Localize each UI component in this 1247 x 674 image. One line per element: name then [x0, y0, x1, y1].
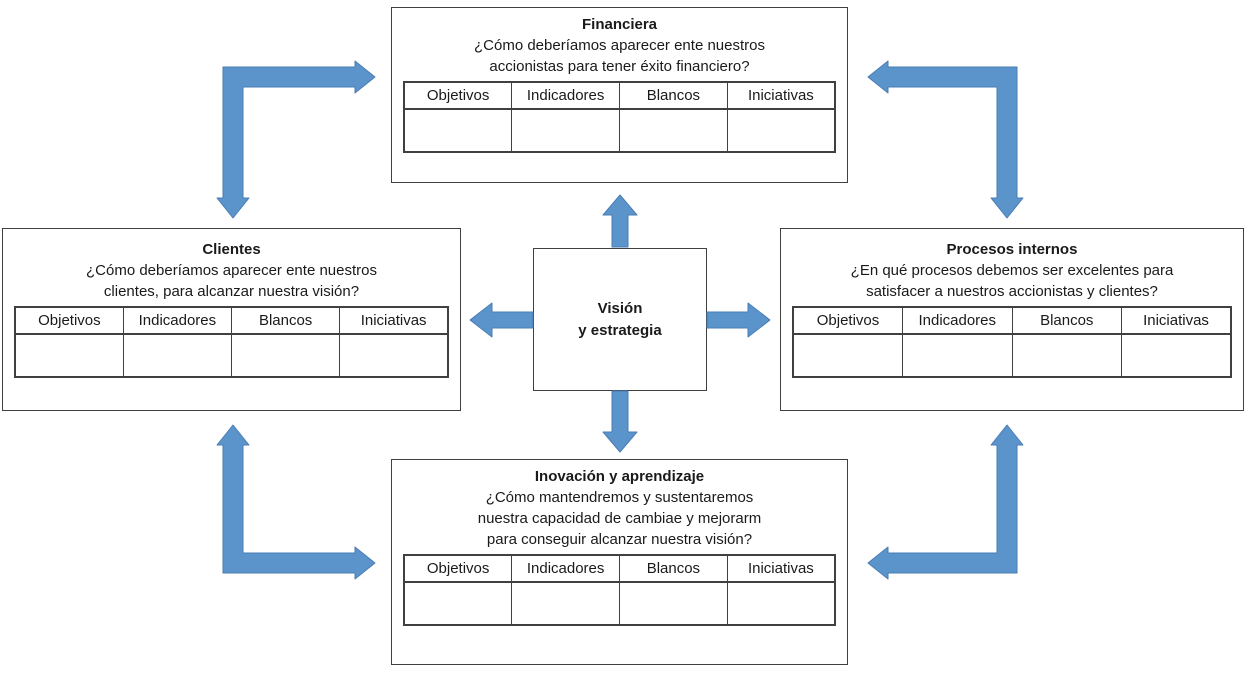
table-cell-empty	[403, 581, 513, 626]
table-row	[14, 333, 449, 378]
table-cell-empty	[726, 581, 836, 626]
table-row	[403, 581, 836, 626]
column-header-objetivos: Objetivos	[792, 306, 903, 335]
arrow-left-to-clientes	[469, 302, 534, 338]
scorecard-table-clientes: Objetivos Indicadores Blancos Iniciativa…	[14, 306, 449, 378]
scorecard-table-inovacion: Objetivos Indicadores Blancos Iniciativa…	[403, 554, 836, 626]
column-header-indicadores: Indicadores	[511, 81, 620, 110]
column-header-objetivos: Objetivos	[403, 554, 513, 583]
column-header-indicadores: Indicadores	[122, 306, 233, 335]
vision-line-2: y estrategia	[578, 321, 662, 339]
table-header-row: Objetivos Indicadores Blancos Iniciativa…	[792, 306, 1232, 335]
table-cell-empty	[511, 581, 620, 626]
column-header-iniciativas: Iniciativas	[339, 306, 449, 335]
table-row	[403, 108, 836, 153]
arrow-down-to-inovacion	[602, 390, 638, 453]
perspective-title-procesos: Procesos internos	[946, 241, 1078, 258]
arrow-elbow-clientes-financiera	[216, 60, 376, 219]
table-cell-empty	[339, 333, 449, 378]
vision-strategy-box: Visión y estrategia	[533, 248, 707, 391]
table-row	[792, 333, 1232, 378]
column-header-blancos: Blancos	[230, 306, 341, 335]
column-header-iniciativas: Iniciativas	[726, 554, 836, 583]
perspective-box-clientes: Clientes ¿Cómo deberíamos aparecer ente …	[2, 228, 461, 411]
table-cell-empty	[619, 108, 728, 153]
column-header-blancos: Blancos	[1011, 306, 1122, 335]
table-cell-empty	[403, 108, 513, 153]
scorecard-table-financiera: Objetivos Indicadores Blancos Iniciativa…	[403, 81, 836, 153]
table-cell-empty	[726, 108, 836, 153]
perspective-title-inovacion: Inovación y aprendizaje	[534, 468, 705, 485]
column-header-objetivos: Objetivos	[403, 81, 513, 110]
perspective-title-clientes: Clientes	[202, 241, 261, 258]
column-header-iniciativas: Iniciativas	[726, 81, 836, 110]
perspective-box-inovacion-aprendizaje: Inovación y aprendizaje ¿Cómo mantendrem…	[391, 459, 848, 665]
arrow-elbow-financiera-procesos	[867, 60, 1024, 219]
table-header-row: Objetivos Indicadores Blancos Iniciativa…	[14, 306, 449, 335]
scorecard-table-procesos: Objetivos Indicadores Blancos Iniciativa…	[792, 306, 1232, 378]
perspective-question-inovacion: ¿Cómo mantendremos y sustentaremos nuest…	[477, 489, 762, 548]
table-cell-empty	[1121, 333, 1232, 378]
table-cell-empty	[902, 333, 1013, 378]
arrow-elbow-procesos-inovacion	[867, 424, 1024, 580]
arrow-right-to-procesos	[706, 302, 771, 338]
table-cell-empty	[122, 333, 233, 378]
table-cell-empty	[792, 333, 903, 378]
vision-line-1: Visión	[597, 299, 643, 317]
perspective-question-financiera: ¿Cómo deberíamos aparecer ente nuestros …	[474, 37, 765, 75]
table-cell-empty	[511, 108, 620, 153]
column-header-iniciativas: Iniciativas	[1121, 306, 1232, 335]
perspective-box-financiera: Financiera ¿Cómo deberíamos aparecer ent…	[391, 7, 848, 183]
table-cell-empty	[14, 333, 124, 378]
table-cell-empty	[619, 581, 728, 626]
column-header-blancos: Blancos	[619, 554, 728, 583]
perspective-question-procesos: ¿En qué procesos debemos ser excelentes …	[850, 262, 1174, 300]
table-header-row: Objetivos Indicadores Blancos Iniciativa…	[403, 554, 836, 583]
arrow-up-to-financiera	[602, 194, 638, 248]
column-header-objetivos: Objetivos	[14, 306, 124, 335]
perspective-question-clientes: ¿Cómo deberíamos aparecer ente nuestros …	[86, 262, 377, 300]
column-header-indicadores: Indicadores	[902, 306, 1013, 335]
perspective-title-financiera: Financiera	[581, 16, 658, 33]
column-header-indicadores: Indicadores	[511, 554, 620, 583]
table-cell-empty	[1011, 333, 1122, 378]
column-header-blancos: Blancos	[619, 81, 728, 110]
table-cell-empty	[230, 333, 341, 378]
table-header-row: Objetivos Indicadores Blancos Iniciativa…	[403, 81, 836, 110]
perspective-box-procesos-internos: Procesos internos ¿En qué procesos debem…	[780, 228, 1244, 411]
arrow-elbow-inovacion-clientes	[216, 424, 376, 580]
